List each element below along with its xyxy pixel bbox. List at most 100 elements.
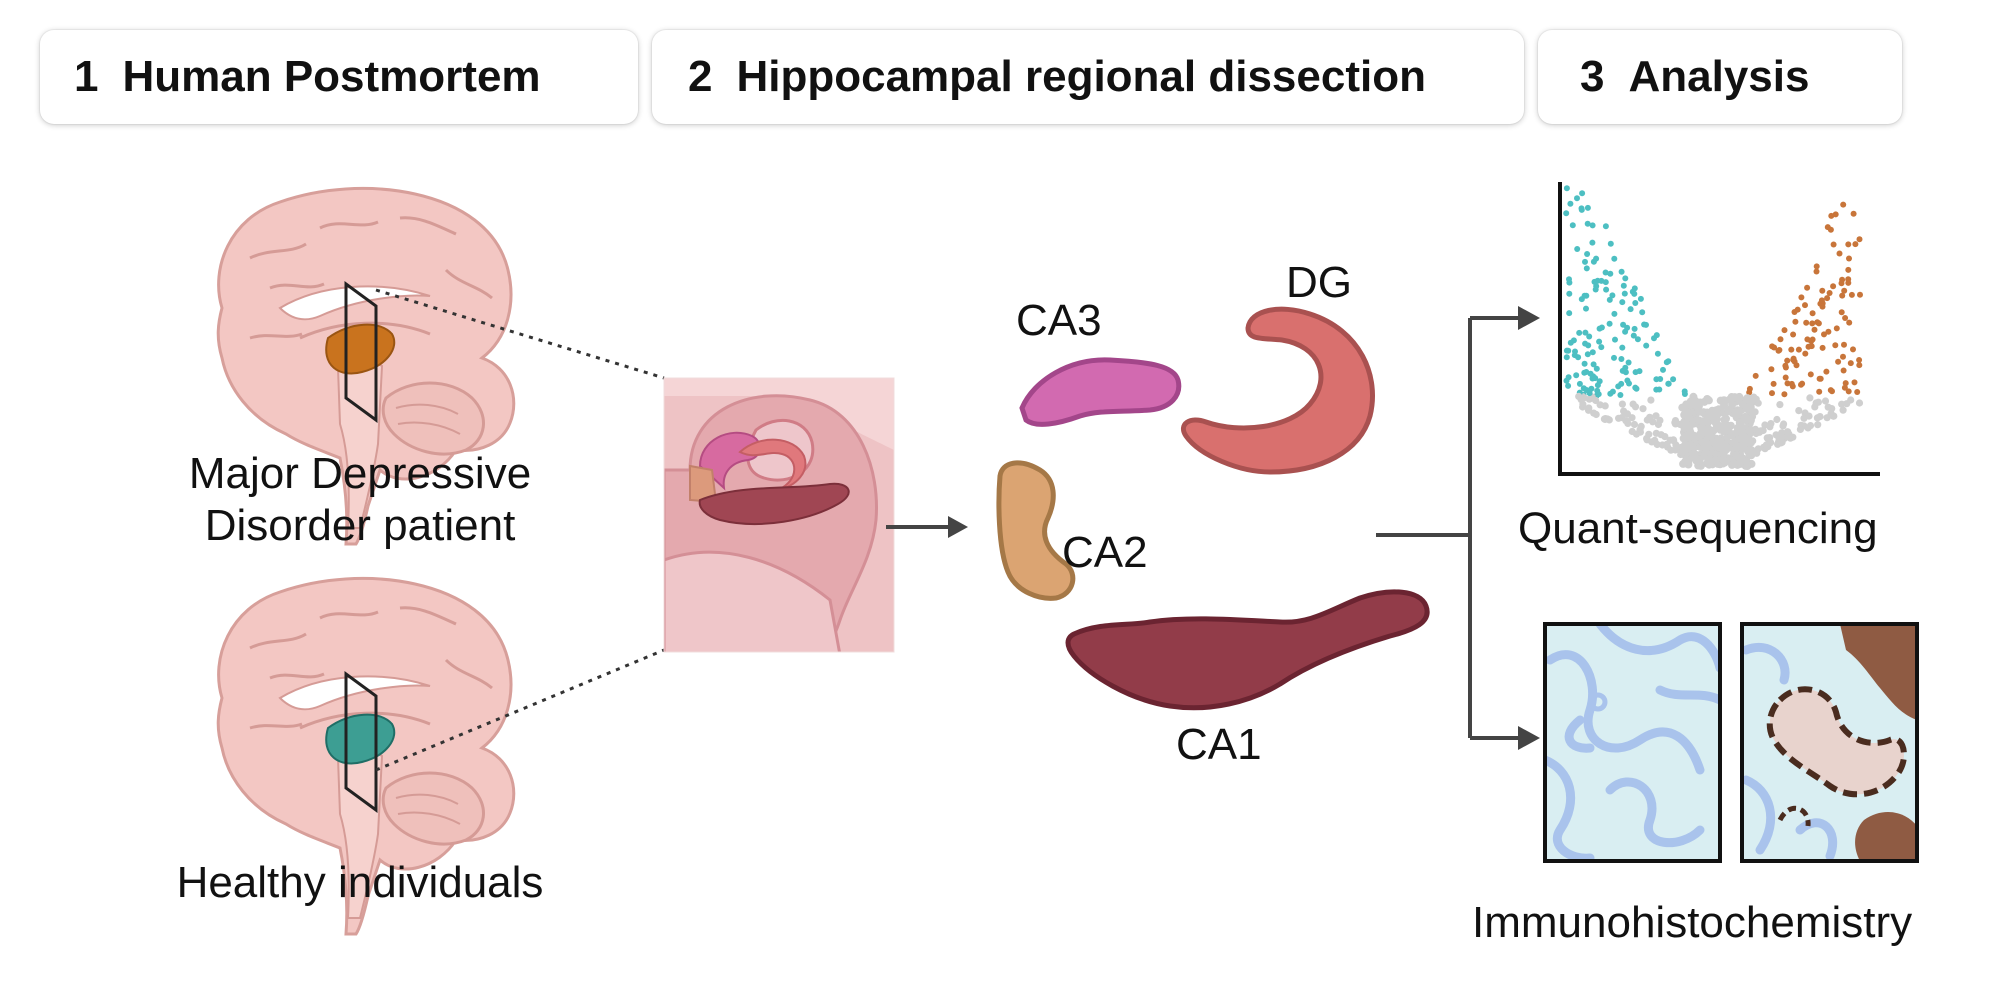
volcano-point: [1845, 276, 1852, 283]
volcano-point: [1584, 251, 1591, 257]
volcano-point: [1735, 418, 1744, 427]
volcano-point: [1739, 428, 1748, 437]
step-2-number: 2: [688, 52, 713, 101]
volcano-point: [1581, 292, 1588, 299]
volcano-point: [1620, 282, 1627, 289]
volcano-point: [1617, 392, 1624, 398]
ca3-label: CA3: [1016, 296, 1102, 345]
volcano-point: [1773, 415, 1781, 424]
volcano-point: [1606, 296, 1613, 303]
volcano-point: [1762, 441, 1770, 449]
volcano-point: [1759, 426, 1767, 435]
volcano-point: [1583, 369, 1590, 375]
volcano-point: [1730, 393, 1739, 402]
volcano-point: [1767, 420, 1775, 428]
volcano-point: [1838, 400, 1846, 408]
ihc-mdd-panel: [1740, 622, 1919, 863]
volcano-point: [1746, 385, 1753, 392]
ca3-region: [1019, 357, 1182, 427]
volcano-point: [1735, 407, 1744, 416]
volcano-point: [1706, 432, 1715, 440]
volcano-point: [1594, 382, 1601, 389]
volcano-point: [1590, 361, 1597, 368]
volcano-point: [1577, 396, 1585, 404]
volcano-point: [1840, 367, 1847, 374]
volcano-point: [1602, 269, 1609, 276]
zoom-line-bottom: [375, 648, 665, 772]
volcano-point: [1643, 321, 1649, 328]
volcano-point: [1643, 416, 1651, 424]
volcano-point: [1791, 309, 1798, 315]
volcano-point: [1624, 419, 1632, 427]
volcano-point: [1574, 195, 1580, 202]
volcano-point: [1781, 327, 1788, 334]
volcano-point: [1639, 405, 1647, 413]
volcano-point: [1589, 239, 1596, 246]
volcano-point: [1681, 388, 1688, 395]
branch-arrows: [1376, 316, 1520, 740]
volcano-point: [1611, 255, 1618, 262]
patient-brain: [216, 187, 516, 546]
volcano-point: [1816, 413, 1824, 421]
volcano-point: [1809, 320, 1816, 327]
volcano-point: [1842, 380, 1849, 387]
volcano-point: [1589, 375, 1596, 382]
volcano-point: [1738, 400, 1747, 409]
volcano-point: [1841, 287, 1848, 294]
volcano-point: [1619, 299, 1626, 306]
volcano-point: [1594, 277, 1601, 284]
volcano-point: [1848, 291, 1855, 298]
volcano-point: [1612, 336, 1618, 343]
volcano-point: [1835, 358, 1842, 365]
volcano-point: [1589, 349, 1596, 356]
healthy-label: Healthy individuals: [176, 858, 544, 907]
volcano-point: [1712, 414, 1721, 423]
volcano-point: [1625, 359, 1632, 366]
ca2-label: CA2: [1062, 528, 1148, 577]
volcano-point: [1654, 350, 1661, 357]
volcano-point: [1618, 356, 1625, 362]
volcano-point: [1607, 240, 1614, 247]
volcano-point: [1584, 220, 1591, 227]
healthy-brain: [216, 577, 516, 936]
volcano-point: [1621, 290, 1628, 297]
volcano-point: [1855, 399, 1864, 407]
volcano-point: [1713, 408, 1722, 417]
volcano-point: [1585, 404, 1593, 412]
volcano-point: [1567, 200, 1574, 207]
volcano-point: [1573, 372, 1580, 379]
volcano-point: [1795, 407, 1803, 415]
patient-label: Major Depressive Disorder patient: [130, 448, 590, 552]
volcano-point: [1845, 241, 1852, 248]
volcano-point: [1766, 434, 1774, 442]
volcano-point: [1586, 333, 1593, 340]
volcano-point: [1752, 372, 1759, 379]
volcano-point: [1624, 377, 1631, 384]
volcano-point: [1602, 279, 1609, 286]
volcano-point: [1796, 425, 1804, 433]
volcano-point: [1693, 457, 1702, 466]
patient-label-line1: Major Depressive: [188, 449, 532, 498]
volcano-point: [1601, 402, 1609, 410]
volcano-point: [1632, 384, 1639, 391]
volcano-point: [1813, 263, 1820, 270]
volcano-point: [1771, 344, 1778, 351]
volcano-point: [1609, 292, 1616, 299]
volcano-point: [1637, 422, 1645, 430]
volcano-point: [1661, 433, 1669, 441]
volcano-point: [1563, 354, 1570, 361]
volcano-point: [1823, 368, 1830, 375]
dg-region: [1181, 306, 1375, 475]
volcano-point: [1791, 358, 1798, 365]
volcano-point: [1647, 396, 1655, 404]
volcano-point: [1704, 396, 1713, 405]
volcano-point: [1790, 331, 1797, 338]
volcano-point: [1670, 376, 1677, 383]
volcano-point: [1806, 422, 1815, 430]
volcano-point: [1732, 443, 1741, 452]
volcano-point: [1799, 380, 1806, 387]
volcano-point: [1583, 305, 1589, 312]
volcano-point: [1618, 380, 1625, 387]
volcano-point: [1856, 357, 1863, 363]
